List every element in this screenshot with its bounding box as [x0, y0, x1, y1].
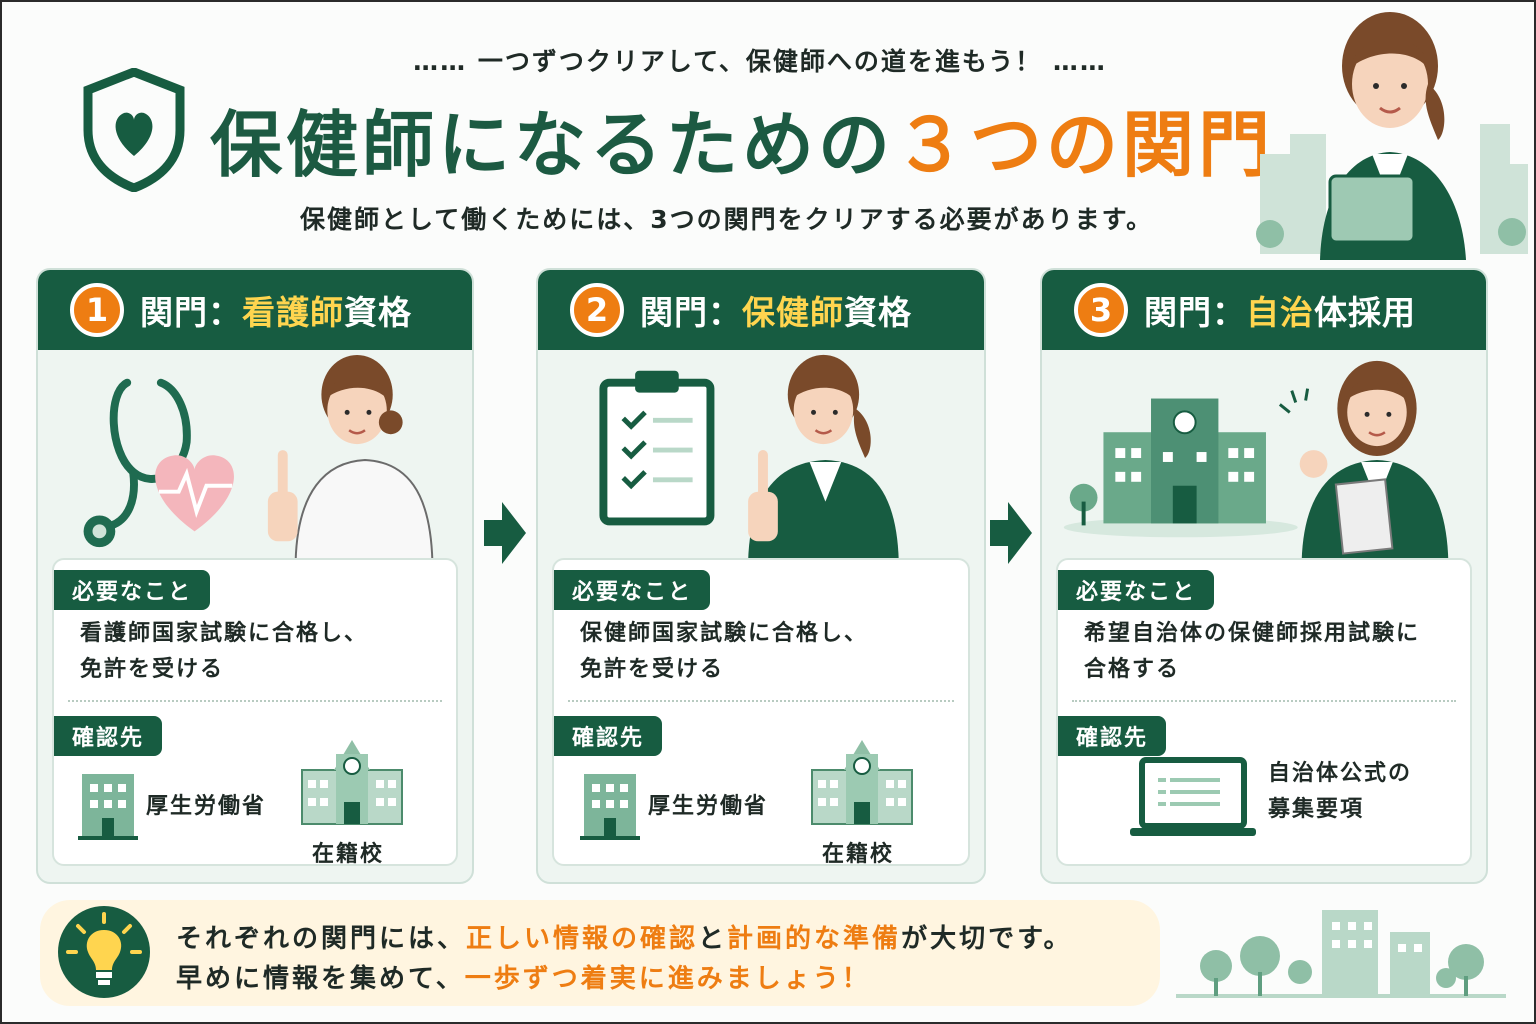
gate-title-suffix: 資格 — [844, 293, 912, 332]
gate-number-badge: 3 — [1074, 283, 1128, 337]
gate-card-3: 3 関門：自治体採用 必要なこと 希望自治体の保健師採用試験に合格する 確認先 — [1040, 268, 1488, 884]
gate-title-highlight: 保健師 — [742, 293, 844, 332]
page-subtitle: 保健師として働くためには、3つの関門をクリアする必要があります。 — [300, 205, 1154, 234]
tip-emphasis: 計画的な準備 — [727, 924, 902, 954]
tagline: …… 一つずつクリアして、保健師への道を進もう！ …… — [413, 47, 1107, 76]
arrow-right-icon — [990, 502, 1032, 564]
hero-illustration — [1256, 12, 1528, 260]
gate-info-panel: 必要なこと 希望自治体の保健師採用試験に合格する 確認先 自治体公式の募集要項 — [1056, 558, 1472, 866]
tip-text: が大切です。 — [901, 924, 1073, 954]
requirement-line: 免許を受ける — [80, 657, 225, 682]
check-item-school: 在籍校 — [822, 842, 895, 867]
tip-text: 早めに情報を集めて、 — [176, 964, 465, 994]
school-building-icon — [811, 740, 913, 825]
clipboard-checklist-icon — [599, 370, 715, 526]
gate-title-prefix: 関門： — [640, 293, 742, 332]
requirement-text: 看護師国家試験に合格し、免許を受ける — [80, 616, 440, 688]
gate-title: 関門：自治体採用 — [1144, 286, 1416, 334]
nurse-illustration — [83, 354, 434, 562]
check-label: 確認先 — [54, 716, 163, 756]
requirement-line: 保健師国家試験に合格し、 — [580, 621, 869, 646]
requirement-line: 合格する — [1084, 657, 1181, 682]
tip-emphasis: 正しい情報の確認 — [466, 924, 699, 954]
dotted-divider — [1072, 700, 1456, 702]
arrow-right-icon — [484, 502, 526, 564]
requirement-label: 必要なこと — [554, 570, 711, 610]
office-building-icon — [580, 774, 640, 840]
city-hall-icon — [1063, 398, 1298, 538]
title-highlight: ３つの関門 — [894, 103, 1275, 187]
school-building-icon — [301, 740, 403, 825]
dotted-divider — [568, 700, 954, 702]
gate-number-badge: 2 — [570, 283, 624, 337]
dotted-divider — [68, 700, 442, 702]
gate-header-1: 1 関門：看護師資格 — [38, 270, 472, 350]
gate-title-prefix: 関門： — [140, 293, 242, 332]
cityscape-decoration — [1176, 910, 1506, 998]
gate-number-badge: 1 — [70, 283, 124, 337]
check-item-school: 在籍校 — [312, 842, 385, 867]
gate-header-3: 3 関門：自治体採用 — [1042, 270, 1486, 350]
check-item-ministry: 厚生労働省 — [146, 794, 267, 819]
tip-line-1: それぞれの関門には、正しい情報の確認と計画的な準備が大切です。 — [176, 918, 1072, 955]
requirement-text: 保健師国家試験に合格し、免許を受ける — [580, 616, 952, 688]
check-label: 確認先 — [1058, 716, 1167, 756]
tip-text: それぞれの関門には、 — [176, 924, 467, 954]
check-item-recruitment: 自治体公式の募集要項 — [1268, 756, 1412, 828]
gate-title: 関門：保健師資格 — [640, 286, 912, 334]
tip-line-2: 早めに情報を集めて、一歩ずつ着実に進みましょう！ — [176, 958, 871, 995]
gate-title-prefix: 関門： — [1144, 293, 1246, 332]
requirement-line: 免許を受ける — [580, 657, 725, 682]
page-title: 保健師になるための３つの関門 — [210, 86, 1274, 191]
health-nurse-illustration — [599, 354, 899, 562]
requirement-line: 看護師国家試験に合格し、 — [80, 621, 369, 646]
gate-card-2: 2 関門：保健師資格 必要なこと 保健師国家試験に合格し、免許を受ける 確認先 … — [536, 268, 986, 884]
gate-title-suffix: 体採用 — [1314, 293, 1416, 332]
gate-title-suffix: 資格 — [344, 293, 412, 332]
requirement-label: 必要なこと — [1058, 570, 1215, 610]
shield-heart-icon — [83, 68, 185, 192]
gate-title: 関門：看護師資格 — [140, 286, 412, 334]
gate-info-panel: 必要なこと 保健師国家試験に合格し、免許を受ける 確認先 厚生労働省 在籍校 — [552, 558, 970, 867]
heart-icon — [155, 455, 234, 532]
requirement-line: 希望自治体の保健師採用試験に — [1084, 621, 1421, 646]
requirement-label: 必要なこと — [54, 570, 211, 610]
lightbulb-icon — [58, 906, 150, 998]
check-line: 募集要項 — [1268, 797, 1365, 822]
city-hall-illustration — [1063, 360, 1449, 562]
tip-text: と — [698, 924, 728, 954]
gate-card-1: 1 関門：看護師資格 必要なこと 看護師国家試験に合格し、免許を受ける 確認先 … — [36, 268, 474, 884]
gate-info-panel: 必要なこと 看護師国家試験に合格し、免許を受ける 確認先 厚生労働省 在籍校 — [52, 558, 458, 867]
requirement-text: 希望自治体の保健師採用試験に合格する — [1084, 616, 1454, 688]
tip-emphasis: 一歩ずつ着実に進みましょう！ — [464, 964, 871, 994]
laptop-icon — [1130, 757, 1256, 836]
gate-header-2: 2 関門：保健師資格 — [538, 270, 984, 350]
check-line: 自治体公式の — [1268, 761, 1413, 786]
title-main: 保健師になるための — [210, 103, 895, 187]
check-item-ministry: 厚生労働省 — [648, 794, 769, 819]
check-label: 確認先 — [554, 716, 663, 756]
tip-banner — [40, 900, 1160, 1006]
gate-title-highlight: 看護師 — [242, 293, 344, 332]
office-building-icon — [78, 774, 138, 840]
gate-title-highlight: 自治 — [1246, 293, 1314, 332]
